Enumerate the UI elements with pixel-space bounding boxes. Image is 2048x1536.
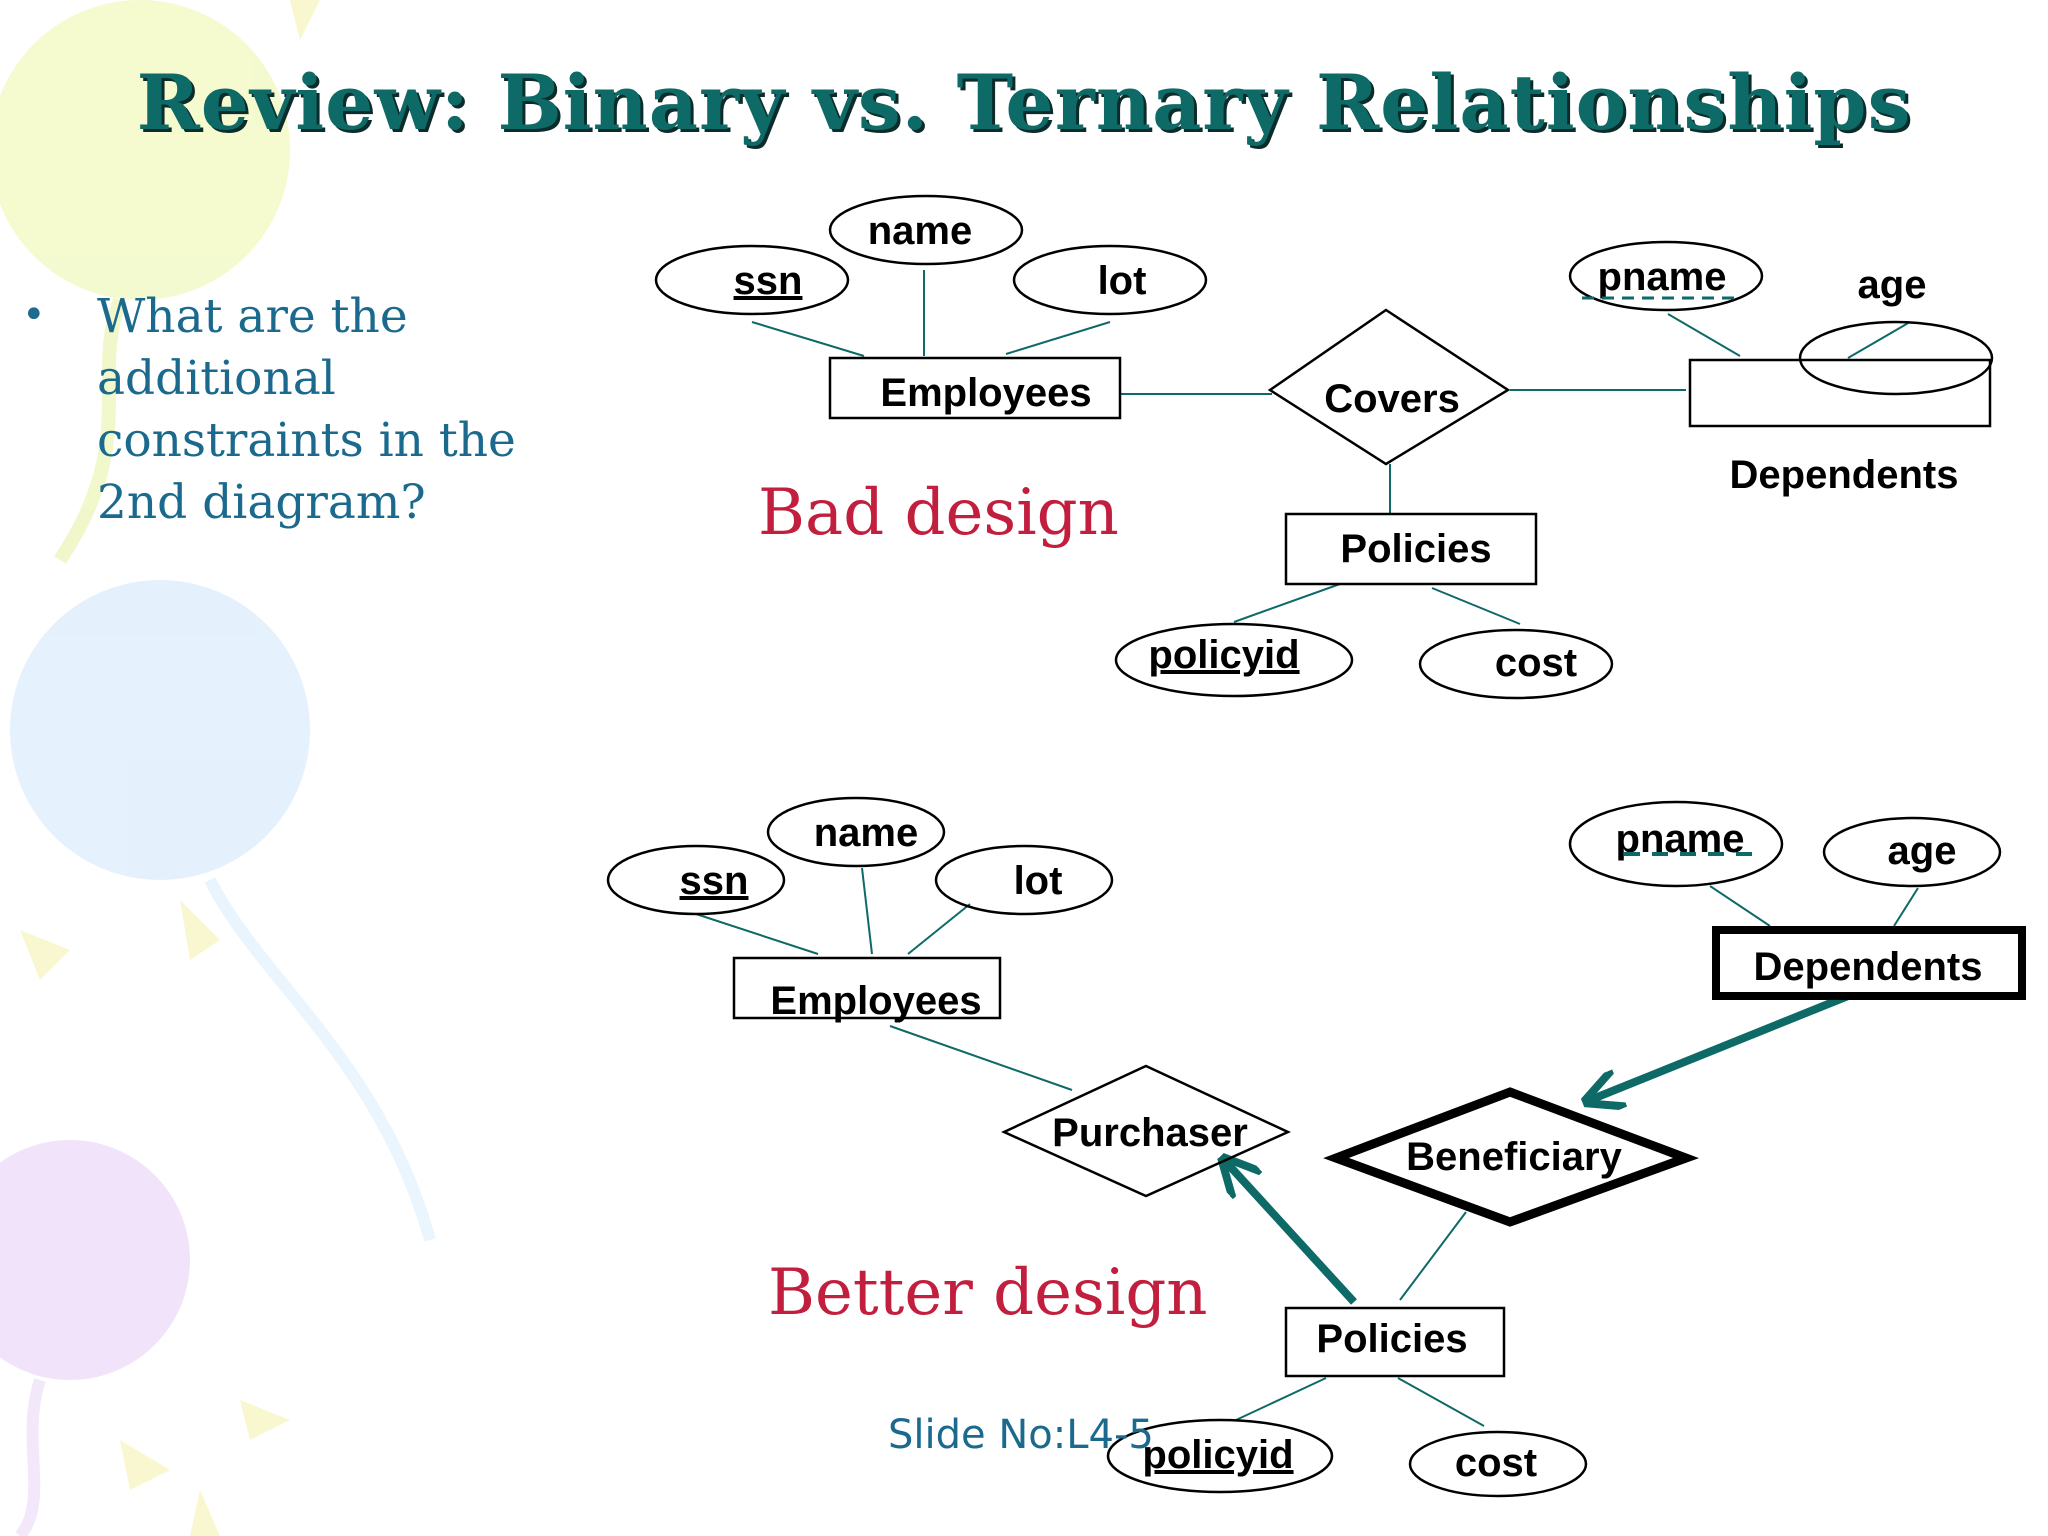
connector xyxy=(751,321,865,357)
name-label: name xyxy=(814,811,919,855)
name-label: name xyxy=(868,209,973,253)
purple-balloon-string xyxy=(15,1378,46,1536)
covers-relationship: Covers xyxy=(1267,308,1511,466)
cost-label: cost xyxy=(1495,641,1577,685)
employees-label: Employees xyxy=(770,979,981,1023)
bad-design-label: Bad design xyxy=(758,476,1119,550)
beneficiary-label: Beneficiary xyxy=(1406,1135,1622,1179)
slide-title: Review: Binary vs. Ternary Relationships xyxy=(136,58,1912,147)
age-label: age xyxy=(1858,263,1927,307)
age-label: age xyxy=(1888,829,1957,873)
beneficiary-relationship-identifying: Beneficiary xyxy=(1323,1087,1699,1227)
pname-label: pname xyxy=(1598,255,1727,299)
bullet-point-icon: • xyxy=(22,292,46,338)
purchaser-relationship: Purchaser xyxy=(1000,1064,1292,1198)
pname-attribute: pname xyxy=(1568,800,1784,888)
connector xyxy=(889,1025,1073,1091)
bad-design-diagram: ssn name lot pname age policyid xyxy=(654,194,1994,700)
connector xyxy=(1847,321,1911,359)
policies-entity: Policies xyxy=(1284,512,1538,586)
dependents-beneficiary-arrow xyxy=(1590,992,1850,1100)
policyid-label: policyid xyxy=(1148,633,1299,677)
policies-purchaser-arrow xyxy=(1226,1162,1357,1305)
lot-label: lot xyxy=(1098,259,1147,303)
employees-entity: Employees xyxy=(732,956,1002,1023)
pname-attribute: pname xyxy=(1568,240,1764,312)
policyid-attribute: policyid xyxy=(1114,622,1354,698)
connector xyxy=(1709,885,1771,927)
yellow-balloon-string xyxy=(54,297,127,564)
purple-balloon xyxy=(0,1140,190,1380)
connector xyxy=(1431,587,1521,625)
employees-label: Employees xyxy=(880,371,1091,415)
yellow-balloon xyxy=(0,0,290,300)
connector xyxy=(1893,887,1919,927)
sun-ray xyxy=(240,1400,290,1440)
connector xyxy=(1235,1377,1327,1421)
better-design-label: Better design xyxy=(768,1256,1208,1330)
age-attribute: age xyxy=(1822,816,2002,888)
connector xyxy=(1005,321,1111,355)
connector xyxy=(907,903,971,955)
connector xyxy=(1667,313,1741,357)
policies-label: Policies xyxy=(1340,527,1491,571)
cost-label: cost xyxy=(1455,1441,1537,1485)
policies-label: Policies xyxy=(1316,1317,1467,1361)
ssn-attribute: ssn xyxy=(654,244,850,316)
policies-entity: Policies xyxy=(1284,1306,1506,1378)
lot-attribute: lot xyxy=(1012,244,1208,316)
covers-label: Covers xyxy=(1324,377,1460,421)
sun-ray xyxy=(190,1490,220,1536)
policyid-label: policyid xyxy=(1142,1433,1293,1477)
connector xyxy=(1397,1377,1485,1427)
age-attribute xyxy=(1798,320,1994,396)
employees-entity: Employees xyxy=(828,356,1122,420)
dependents-entity-weak: Dependents xyxy=(1712,926,2026,1000)
dependents-label: Dependents xyxy=(1730,453,1959,497)
dependents-label: Dependents xyxy=(1754,945,1983,989)
cost-attribute: cost xyxy=(1408,1430,1588,1498)
connector xyxy=(695,913,819,955)
ssn-attribute: ssn xyxy=(606,844,786,916)
name-attribute: name xyxy=(828,194,1024,266)
slide-number: Slide No:L4-5 xyxy=(888,1412,1154,1458)
ssn-label: ssn xyxy=(680,859,749,903)
purchaser-label: Purchaser xyxy=(1052,1111,1248,1155)
name-attribute: name xyxy=(766,796,946,868)
blue-balloon-string xyxy=(204,877,436,1242)
lot-attribute: lot xyxy=(934,844,1114,916)
ssn-label: ssn xyxy=(734,259,803,303)
connector xyxy=(1233,583,1341,623)
sun-ray xyxy=(120,1440,170,1490)
sun-ray xyxy=(180,900,220,960)
connector xyxy=(1399,1211,1467,1301)
lot-label: lot xyxy=(1014,859,1063,903)
policyid-attribute: policyid xyxy=(1106,1418,1334,1494)
better-design-diagram: ssn name lot pname age policyid xyxy=(606,796,2026,1498)
dependents-entity: Dependents xyxy=(1688,320,1994,497)
cost-attribute: cost xyxy=(1418,628,1614,700)
sun-ray xyxy=(20,930,70,980)
sun-ray xyxy=(290,0,320,40)
question-text: What are the additional constraints in t… xyxy=(97,289,516,530)
connector xyxy=(861,867,873,955)
blue-balloon xyxy=(10,580,310,880)
